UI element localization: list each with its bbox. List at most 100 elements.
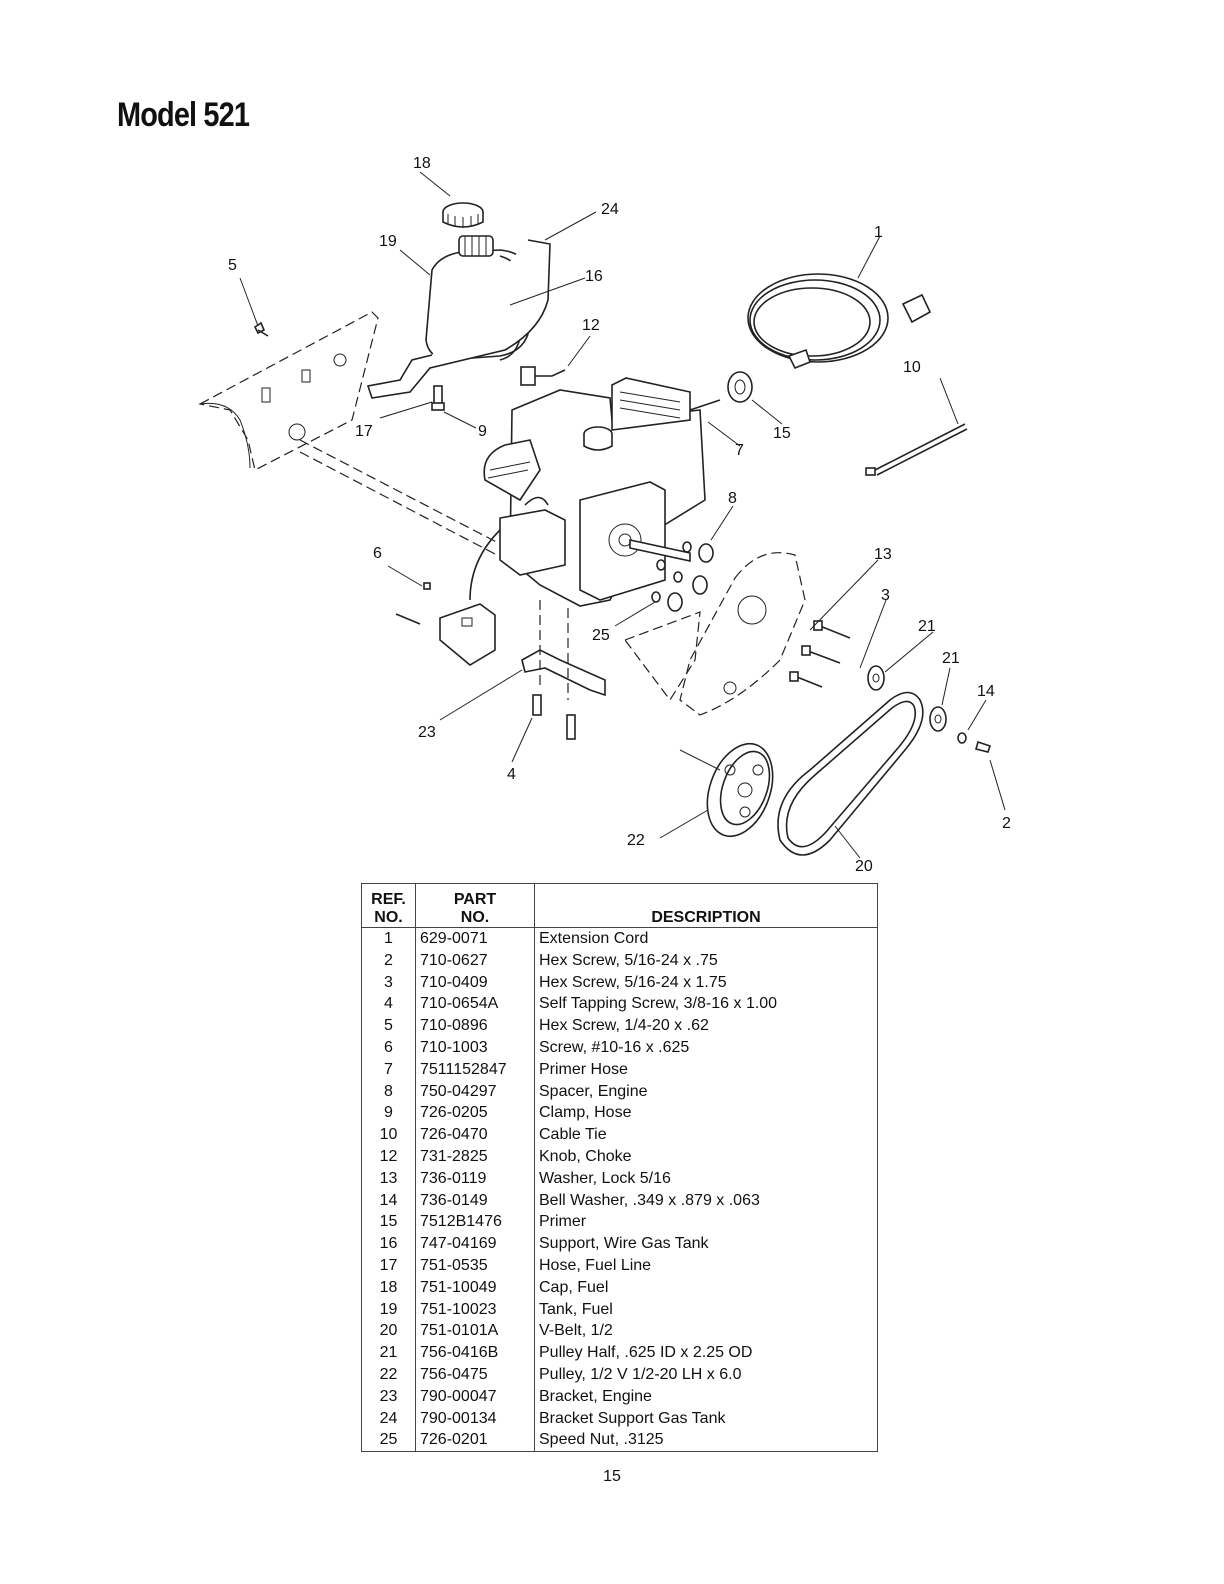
callout-16: 16 [585,268,603,285]
part-no-cell: 7512B1476 [415,1211,535,1234]
ref-no-cell: 8 [361,1080,416,1103]
pulley-cover-plate [624,552,806,716]
ref-no-cell: 7 [361,1058,416,1081]
callout-24: 24 [601,201,619,218]
part-no-cell: 710-0654A [415,993,535,1016]
ref-no-cell: 25 [361,1429,416,1453]
description-cell: Cap, Fuel [534,1276,878,1299]
ref-no-cell: 24 [361,1407,416,1430]
part-no-cell: 710-0409 [415,971,535,994]
page-title: Model 521 [117,96,250,134]
part-no-cell: 7511152847 [415,1058,535,1081]
part-no-cell: 736-0149 [415,1189,535,1212]
description-cell: Self Tapping Screw, 3/8-16 x 1.00 [534,993,878,1016]
callout-5: 5 [228,257,237,274]
part-no-cell: 710-0896 [415,1015,535,1037]
description-cell: Pulley Half, .625 ID x 2.25 OD [534,1342,878,1364]
part-no-cell: 751-10023 [415,1298,535,1321]
ref-no-cell: 4 [361,993,416,1016]
callout-4: 4 [507,766,516,783]
part-no-cell: 731-2825 [415,1145,535,1168]
ref-no-cell: 14 [361,1189,416,1212]
ref-no-cell: 10 [361,1124,416,1146]
ref-no-cell: 9 [361,1102,416,1125]
ref-no-cell: 18 [361,1276,416,1299]
part-no-cell: 756-0475 [415,1363,535,1386]
part-no-cell: 726-0470 [415,1124,535,1146]
description-cell: Tank, Fuel [534,1298,878,1321]
ref-no-cell: 19 [361,1298,416,1321]
part-no-cell: 751-0535 [415,1254,535,1277]
main-pulley [706,742,774,838]
callout-19: 19 [379,233,397,250]
table-header-row: REF. NO. PART NO. DESCRIPTION [361,883,878,928]
fuel-cap [442,202,484,228]
control-box [439,603,496,666]
callout-14: 14 [977,683,995,700]
callout-23: 23 [418,724,436,741]
callout-20: 20 [855,858,873,875]
page-number: 15 [603,1468,621,1485]
description-cell: Knob, Choke [534,1145,878,1168]
header-ref-no: REF. NO. [361,883,416,928]
part-no-cell: 629-0071 [415,927,535,950]
choke-knob [520,366,566,386]
callout-3: 3 [881,587,890,604]
description-cell: Cable Tie [534,1124,878,1146]
description-cell: Bracket Support Gas Tank [534,1407,878,1430]
description-cell: Spacer, Engine [534,1080,878,1103]
engine [469,377,706,607]
callout-22: 22 [627,832,645,849]
description-cell: Hex Screw, 5/16-24 x .75 [534,949,878,972]
exploded-parts-diagram: 18 24 19 1 5 16 12 10 17 9 15 7 8 13 6 3… [198,155,1011,875]
extension-cord [747,273,932,370]
part-no-cell: 726-0201 [415,1429,535,1453]
part-no-cell: 736-0119 [415,1167,535,1190]
ref-no-cell: 17 [361,1254,416,1277]
description-cell: Bracket, Engine [534,1385,878,1408]
ref-no-cell: 22 [361,1363,416,1386]
part-no-cell: 751-0101A [415,1320,535,1343]
callout-18: 18 [413,155,431,172]
part-no-cell: 790-00047 [415,1385,535,1408]
part-no-cell: 751-10049 [415,1276,535,1299]
callout-21-lower: 21 [942,650,960,667]
callout-8: 8 [728,490,737,507]
ref-no-cell: 21 [361,1342,416,1364]
part-no-cell: 710-0627 [415,949,535,972]
leader-lines [239,171,1006,859]
side-panel [198,311,379,471]
ref-no-cell: 20 [361,1320,416,1343]
pulley-halves [867,665,992,753]
description-cell: Hose, Fuel Line [534,1254,878,1277]
ref-no-cell: 23 [361,1385,416,1408]
callout-21-upper: 21 [918,618,936,635]
ref-no-cell: 12 [361,1145,416,1168]
description-cell: Screw, #10-16 x .625 [534,1036,878,1059]
description-cell: Hex Screw, 5/16-24 x 1.75 [534,971,878,994]
description-cell: Hex Screw, 1/4-20 x .62 [534,1015,878,1037]
callout-6: 6 [373,545,382,562]
part-no-cell: 750-04297 [415,1080,535,1103]
ref-no-cell: 3 [361,971,416,994]
callout-10: 10 [903,359,921,376]
description-cell: Primer Hose [534,1058,878,1081]
part-no-cell: 756-0416B [415,1342,535,1364]
